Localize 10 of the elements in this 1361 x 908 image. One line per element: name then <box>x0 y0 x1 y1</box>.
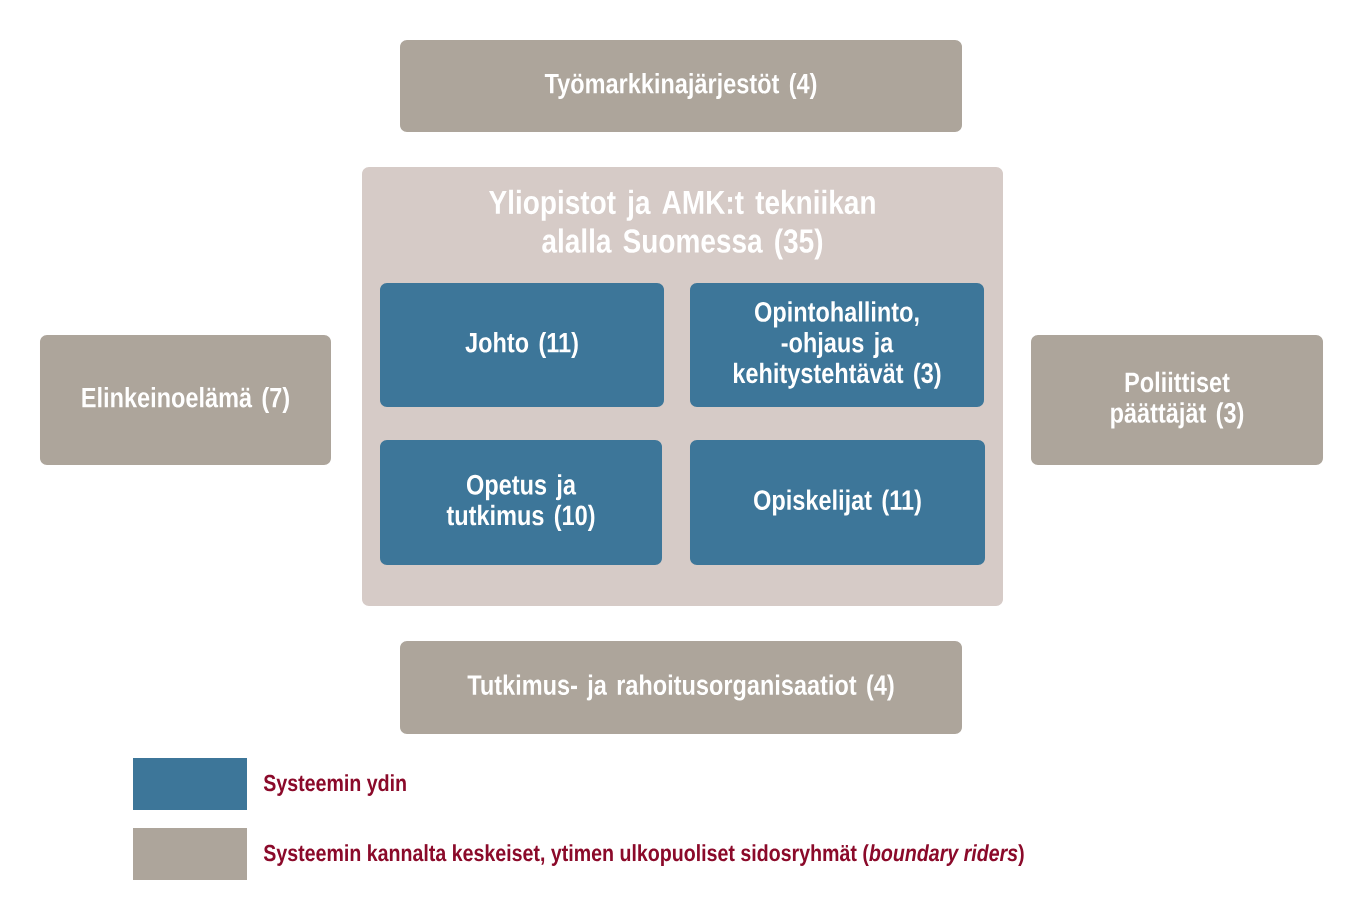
legend-label: Systeemin kannalta keskeiset, ytimen ulkopuoliset sidosryhmät (boundary riders) <box>263 844 1024 866</box>
stakeholder-box: Työmarkkinajärjestöt (4) <box>400 40 962 132</box>
core-box: Opintohallinto, -ohjaus ja kehitystehtävät (3) <box>690 283 984 407</box>
core-box: Johto (11) <box>380 283 664 407</box>
stakeholder-box: Elinkeinoelämä (7) <box>40 335 331 465</box>
stakeholder-box: Poliittiset päättäjät (3) <box>1031 335 1323 465</box>
core-box: Opetus ja tutkimus (10) <box>380 440 662 565</box>
legend-label: Systeemin ydin <box>263 774 406 796</box>
core-box: Opiskelijat (11) <box>690 440 985 565</box>
stakeholder-box: Tutkimus- ja rahoitusorganisaatiot (4) <box>400 641 962 734</box>
